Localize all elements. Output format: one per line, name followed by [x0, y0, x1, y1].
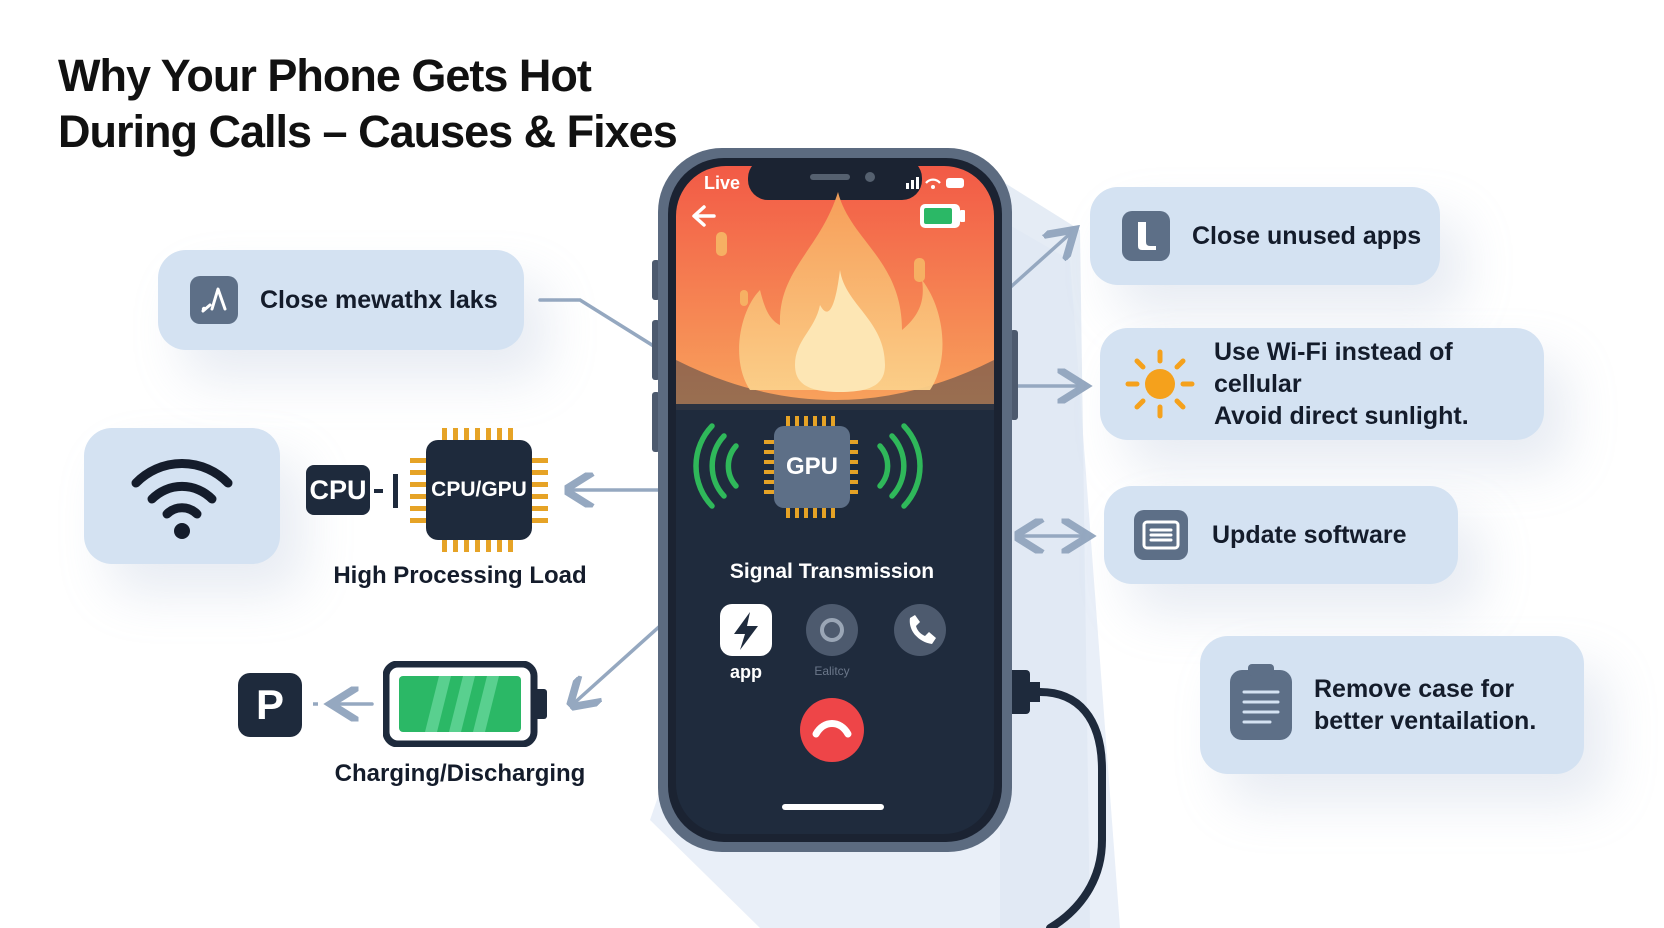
middle-call-button[interactable] [806, 604, 858, 656]
close-tasks-label: Close mewathx laks [260, 286, 498, 314]
flame-icon [716, 192, 943, 392]
document-list-icon [1134, 510, 1188, 560]
charging-caption: Charging/Discharging [334, 760, 586, 787]
wifi-card [84, 428, 280, 564]
back-button[interactable] [694, 200, 734, 234]
cpu-gpu-chip-label: CPU/GPU [431, 478, 527, 501]
app-button[interactable] [720, 604, 772, 656]
fix-card-close-unused-apps: Close unused apps [1090, 187, 1440, 285]
middle-button-label: Ealitcy [814, 664, 850, 678]
cpu-tag-label: CPU [309, 474, 367, 505]
end-call-button[interactable] [800, 698, 864, 762]
fix-text-line: better ventailation. [1314, 707, 1537, 735]
signal-transmission-caption: Signal Transmission [729, 560, 935, 583]
fix-text-line: Use Wi-Fi instead of cellular [1214, 338, 1453, 398]
wifi-icon [131, 459, 233, 539]
phone-illustration [652, 148, 1018, 852]
phone-case-icon [1230, 664, 1292, 740]
activity-chart-icon [190, 276, 238, 324]
fix-card-remove-case: Remove case for better ventailation. [1200, 636, 1584, 774]
cpu-dash [374, 489, 383, 493]
app-button-label: app [729, 662, 762, 682]
cpu-gpu-chip [410, 428, 548, 552]
plug-icon: P [238, 673, 302, 737]
page-title: Why Your Phone Gets Hot During Calls – C… [58, 48, 698, 160]
call-button[interactable] [894, 604, 946, 656]
fix-text-line: Remove case for [1314, 675, 1515, 703]
fix-text-line: Close unused apps [1192, 222, 1422, 250]
title-line-1: Why Your Phone Gets Hot [58, 50, 592, 101]
live-status-label: Live [704, 173, 741, 193]
battery-icon [383, 661, 547, 747]
phone-call-icon [909, 615, 936, 644]
cpu-bar [393, 474, 398, 508]
gpu-chip-label: GPU [785, 453, 838, 480]
lightning-bolt-icon [734, 612, 758, 650]
close-tasks-card: Close mewathx laks [158, 250, 524, 350]
title-line-2: During Calls – Causes & Fixes [58, 106, 678, 157]
processing-caption: High Processing Load [333, 562, 587, 589]
phone-app-icon [1122, 211, 1170, 261]
sun-icon [1125, 349, 1195, 419]
cpu-tag: CPU [306, 465, 370, 515]
fix-card-wifi-sunlight: Use Wi-Fi instead of cellular Avoid dire… [1100, 328, 1544, 440]
fix-text-line: Avoid direct sunlight. [1214, 402, 1469, 430]
fix-card-update-software: Update software [1104, 486, 1458, 584]
fix-text-line: Update software [1212, 521, 1407, 549]
